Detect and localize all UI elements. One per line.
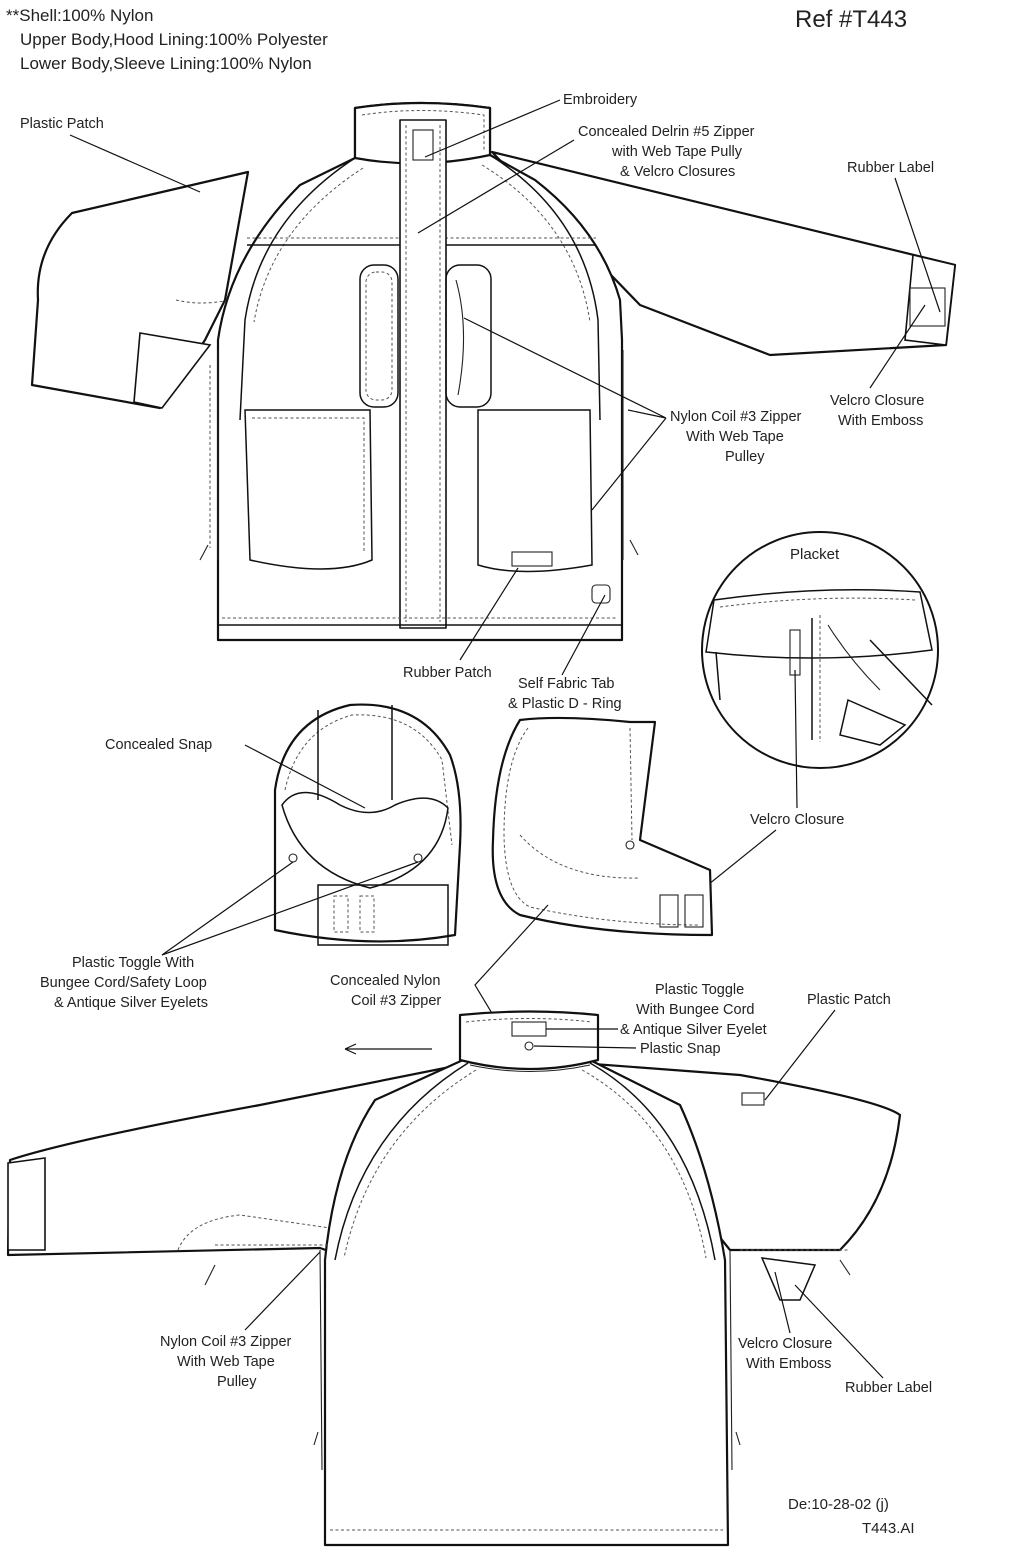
label-velcro-emboss-front-1: Velcro Closure	[830, 393, 924, 409]
label-self-fabric-tab-1: Self Fabric Tab	[518, 676, 614, 692]
label-velcro-emboss-back-2: With Emboss	[746, 1356, 831, 1372]
label-toggle-1: Plastic Toggle With	[72, 955, 194, 971]
leader-self-fabric-tab	[561, 594, 606, 676]
label-embroidery: Embroidery	[563, 92, 638, 108]
label-toggle-3: & Antique Silver Eyelets	[54, 995, 208, 1011]
label-hood-zipper-2: Coil #3 Zipper	[351, 993, 441, 1009]
label-nylon-zipper-back-1: Nylon Coil #3 Zipper	[160, 1334, 292, 1350]
label-nylon-zipper-back-3: Pulley	[217, 1374, 257, 1390]
leader-rubber-label-front	[894, 177, 941, 313]
file-name: T443.AI	[862, 1520, 915, 1537]
leader-plastic-patch-back	[764, 1009, 836, 1101]
leader-zipper-main	[417, 139, 575, 234]
label-hood-zipper: Concealed Nylon Coil #3 Zipper	[330, 973, 441, 1009]
leader-velcro-emboss-back	[774, 1271, 791, 1334]
label-nylon-zipper-front-1: Nylon Coil #3 Zipper	[670, 409, 802, 425]
label-collar-toggle-1: Plastic Toggle	[655, 982, 744, 998]
front-jacket-drawing	[30, 101, 957, 642]
fabric-line-lower: Lower Body,Sleeve Lining:100% Nylon	[20, 54, 312, 73]
label-rubber-label-back: Rubber Label	[845, 1380, 932, 1396]
leader-plastic-patch-front	[69, 134, 201, 193]
label-toggle: Plastic Toggle With Bungee Cord/Safety L…	[40, 955, 208, 1011]
placket-title: Placket	[790, 546, 840, 563]
label-nylon-zipper-front-3: Pulley	[725, 449, 765, 465]
hood-front-drawing	[273, 703, 462, 946]
back-jacket-drawing	[6, 1010, 902, 1547]
leader-velcro-placket	[794, 669, 798, 809]
label-plastic-patch-back: Plastic Patch	[807, 992, 891, 1008]
label-collar-toggle: Plastic Toggle With Bungee Cord & Antiqu…	[620, 982, 767, 1038]
label-toggle-2: Bungee Cord/Safety Loop	[40, 975, 207, 991]
label-zipper-main-3: & Velcro Closures	[620, 164, 735, 180]
label-plastic-patch-front: Plastic Patch	[20, 116, 104, 132]
placket-detail: Placket	[701, 531, 939, 769]
reference-number: Ref #T443	[795, 6, 907, 33]
label-collar-toggle-3: & Antique Silver Eyelet	[620, 1022, 767, 1038]
label-zipper-main-2: with Web Tape Pully	[611, 144, 743, 160]
hood-side-drawing	[491, 716, 714, 937]
label-nylon-zipper-back: Nylon Coil #3 Zipper With Web Tape Pulle…	[160, 1334, 292, 1390]
leader-rubber-patch	[459, 567, 519, 661]
leader-concealed-snap	[244, 744, 366, 809]
fabric-line-shell: **Shell:100% Nylon	[6, 6, 153, 25]
direction-arrow	[344, 1043, 432, 1055]
label-collar-toggle-2: With Bungee Cord	[636, 1002, 754, 1018]
label-velcro-placket: Velcro Closure	[750, 812, 844, 828]
leader-embroidery	[424, 99, 561, 158]
label-concealed-snap: Concealed Snap	[105, 737, 212, 753]
leader-velcro-emboss-front	[869, 304, 926, 389]
label-velcro-emboss-back: Velcro Closure With Emboss	[738, 1336, 832, 1372]
label-nylon-zipper-back-2: With Web Tape	[177, 1354, 275, 1370]
leader-nylon-zipper-front	[463, 317, 667, 511]
label-self-fabric-tab-2: & Plastic D - Ring	[508, 696, 622, 712]
label-velcro-emboss-back-1: Velcro Closure	[738, 1336, 832, 1352]
label-nylon-zipper-front: Nylon Coil #3 Zipper With Web Tape Pulle…	[670, 409, 802, 465]
fabric-spec: **Shell:100% Nylon Upper Body,Hood Linin…	[6, 6, 328, 73]
label-zipper-main: Concealed Delrin #5 Zipper with Web Tape…	[578, 124, 755, 180]
leader-plastic-snap	[533, 1045, 637, 1049]
leader-rubber-label-back	[794, 1284, 884, 1379]
label-velcro-emboss-front-2: With Emboss	[838, 413, 923, 429]
label-rubber-label-front: Rubber Label	[847, 160, 934, 176]
label-rubber-patch: Rubber Patch	[403, 665, 492, 681]
drawing-date: De:10-28-02 (j)	[788, 1496, 889, 1513]
leader-nylon-zipper-back	[244, 1251, 321, 1331]
label-velcro-emboss-front: Velcro Closure With Emboss	[830, 393, 924, 429]
leader-toggle	[161, 861, 419, 956]
label-self-fabric-tab: Self Fabric Tab & Plastic D - Ring	[508, 676, 622, 712]
label-nylon-zipper-front-2: With Web Tape	[686, 429, 784, 445]
label-hood-zipper-1: Concealed Nylon	[330, 973, 440, 989]
label-zipper-main-1: Concealed Delrin #5 Zipper	[578, 124, 755, 140]
label-plastic-snap: Plastic Snap	[640, 1041, 721, 1057]
fabric-line-upper: Upper Body,Hood Lining:100% Polyester	[20, 30, 328, 49]
